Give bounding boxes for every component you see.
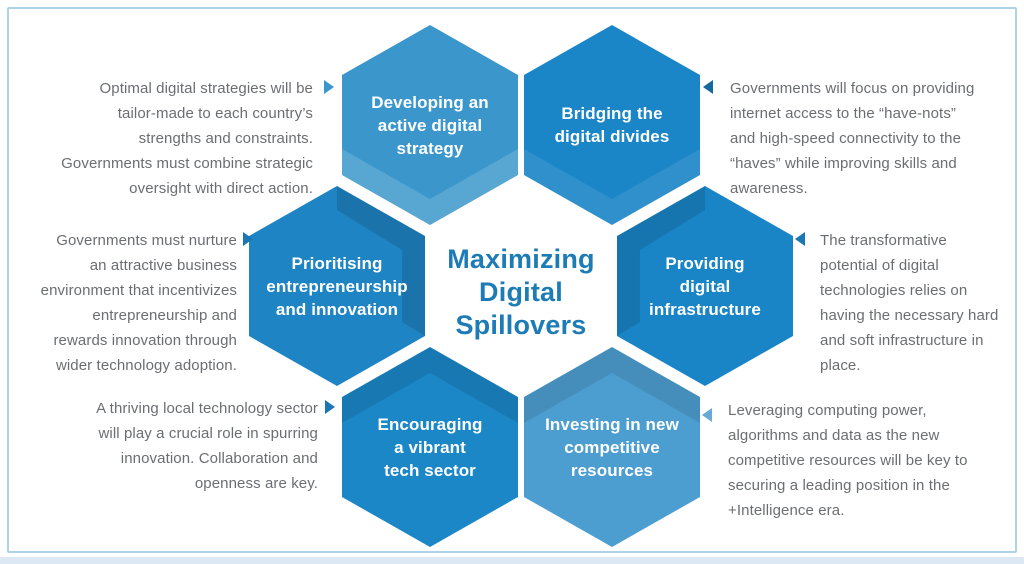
hexagon-investing-in-new-competitive-resources: Investing in new competitive resources xyxy=(524,347,700,547)
center-title: Maximizing Digital Spillovers xyxy=(447,244,595,340)
hexagon-prioritising-entrepreneurship-and-innovation: Prioritising entrepreneurship and innova… xyxy=(249,186,425,386)
description-bridging-the-digital-divides: Governments will focus on providing inte… xyxy=(730,80,975,197)
hexagon-encouraging-a-vibrant-tech-sector: Encouraging a vibrant tech sector xyxy=(342,347,518,547)
arrow-right-icon-prioritising xyxy=(243,232,253,246)
arrow-left-icon-bridging xyxy=(703,80,713,94)
hexagon-label: Bridging the digital divides xyxy=(554,104,670,146)
hexagon-label: Providing digital infrastructure xyxy=(649,253,761,319)
description-encouraging-a-vibrant-tech-sector: A thriving local technology sector will … xyxy=(96,400,318,492)
arrow-left-icon-providing xyxy=(795,232,805,246)
bottom-strip xyxy=(0,557,1024,564)
hexagon-providing-digital-infrastructure: Providing digital infrastructure xyxy=(617,186,793,386)
hexagon-label: Investing in new competitive resources xyxy=(545,414,679,480)
description-providing-digital-infrastructure: The transformative potential of digital … xyxy=(820,232,999,374)
description-prioritising-entrepreneurship-and-innovation: Governments must nurture an attractive b… xyxy=(40,232,237,374)
arrow-left-icon-investing xyxy=(702,408,712,422)
description-developing-active-digital-strategy: Optimal digital strategies will be tailo… xyxy=(61,80,313,197)
hexagon-label: Prioritising entrepreneurship and innova… xyxy=(266,253,408,319)
hexagon-developing-active-digital-strategy: Developing an active digital strategy xyxy=(342,25,518,225)
arrow-right-icon-encouraging xyxy=(325,400,335,414)
hexagon-bridging-the-digital-divides: Bridging the digital divides xyxy=(524,25,700,225)
hexagon-label: Encouraging a vibrant tech sector xyxy=(377,414,483,480)
arrow-right-icon-developing xyxy=(324,80,334,94)
hexagon-label: Developing an active digital strategy xyxy=(371,92,489,158)
description-investing-in-new-competitive-resources: Leveraging computing power, algorithms a… xyxy=(728,402,968,519)
